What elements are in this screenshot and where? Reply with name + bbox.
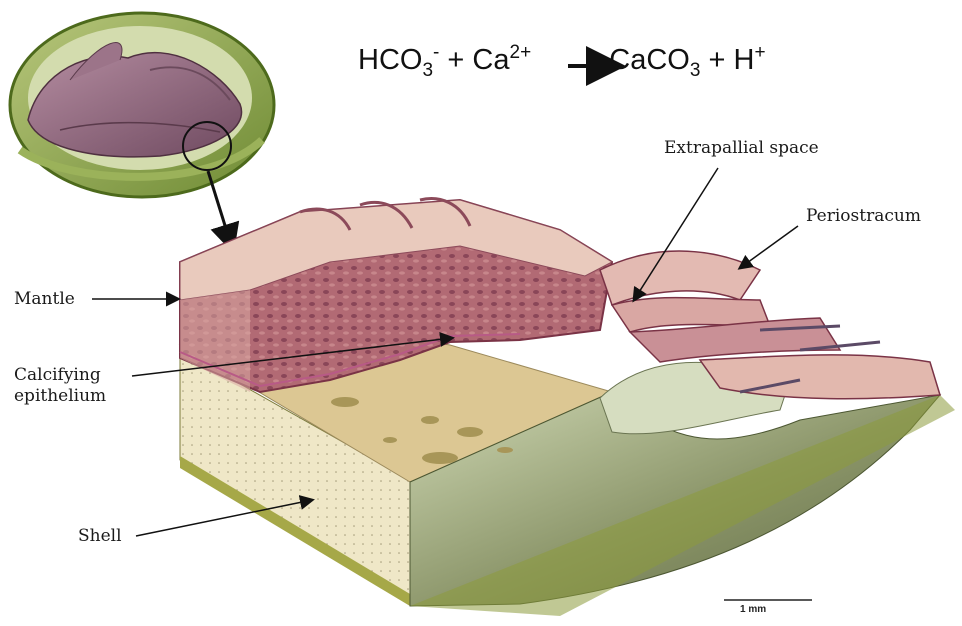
label-mantle: Mantle bbox=[14, 289, 75, 309]
label-periostracum: Periostracum bbox=[806, 206, 921, 226]
reaction-equation: HCO3- + Ca2+ CaCO3 + H+ bbox=[358, 42, 766, 82]
eq-plus-2: + bbox=[709, 44, 726, 76]
eq-bicarbonate: HCO3- bbox=[358, 44, 439, 76]
eq-calcium-carbonate: CaCO3 bbox=[609, 44, 700, 76]
label-shell: Shell bbox=[78, 526, 122, 546]
clam-inset bbox=[10, 13, 274, 197]
scale-bar-label: 1 mm bbox=[740, 604, 766, 615]
periostracum-leader bbox=[740, 226, 798, 268]
label-calcifying-line1: Calcifying bbox=[14, 365, 101, 385]
magnify-arrow bbox=[208, 171, 232, 248]
eq-plus-1: + bbox=[447, 44, 464, 76]
eq-proton: H+ bbox=[734, 44, 766, 76]
label-extrapallial-space: Extrapallial space bbox=[664, 138, 819, 158]
eq-calcium: Ca2+ bbox=[472, 44, 531, 76]
label-calcifying-line2: epithelium bbox=[14, 386, 106, 406]
